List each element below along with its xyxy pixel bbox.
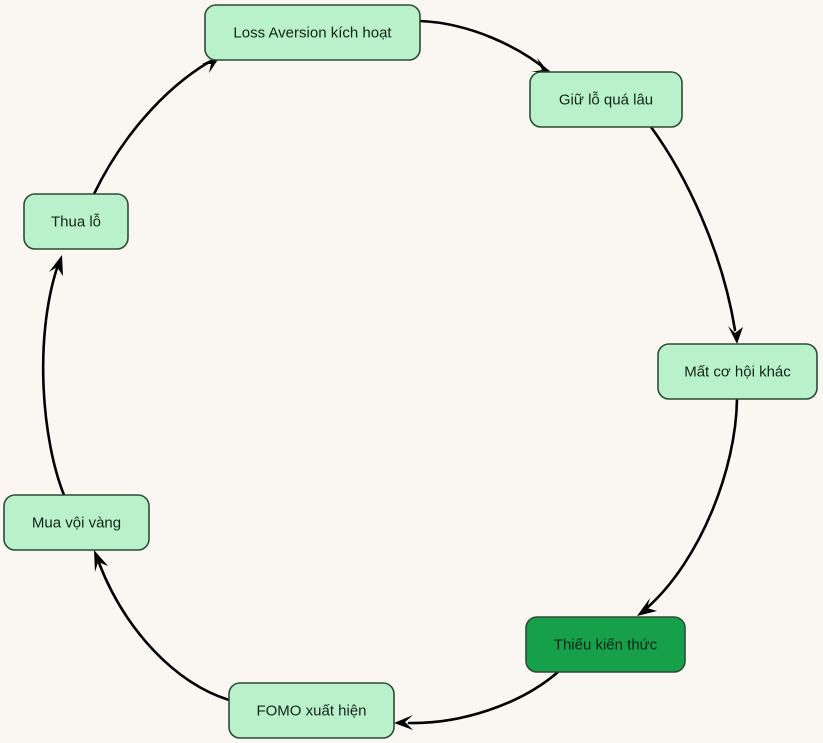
node-fomo-xuat-hien[interactable]: FOMO xuất hiện — [228, 682, 395, 739]
node-shape[interactable] — [23, 193, 129, 250]
arrowhead-icon — [94, 550, 108, 572]
arrowhead-icon — [394, 715, 413, 730]
edge-line — [646, 397, 739, 609]
node-shape[interactable] — [529, 71, 683, 128]
arrowhead-icon — [728, 326, 743, 344]
node-mua-voi-vang[interactable]: Mua vội vàng — [3, 494, 150, 551]
node-shape[interactable] — [3, 494, 150, 551]
node-thua-lo[interactable]: Thua lỗ — [23, 193, 129, 250]
node-shape[interactable] — [525, 616, 686, 673]
edge-line — [407, 670, 560, 725]
arrowhead-icon — [637, 598, 657, 616]
edge-fomo-to-mua-voi-vang — [94, 550, 231, 702]
node-shape[interactable] — [228, 682, 395, 739]
node-giu-lo-qua-lau[interactable]: Giữ lỗ quá lâu — [529, 71, 683, 128]
node-mat-co-hoi-khac[interactable]: Mất cơ hội khác — [657, 343, 818, 400]
edge-mua-voi-vang-to-thua-lo — [41, 255, 66, 497]
edge-line — [97, 561, 231, 702]
edge-line — [418, 19, 551, 74]
arrowhead-icon — [531, 58, 549, 72]
edge-thua-lo-to-loss-aversion — [92, 55, 221, 196]
edge-thieu-kien-thuc-to-fomo — [394, 670, 560, 730]
node-shape[interactable] — [657, 343, 818, 400]
edge-loss-aversion-to-giu-lo — [418, 19, 551, 74]
arrowhead-icon — [49, 255, 63, 276]
edge-line — [649, 125, 737, 332]
edge-mat-co-hoi-to-thieu-kien-thuc — [637, 397, 739, 616]
node-shape[interactable] — [204, 4, 421, 61]
node-loss-aversion[interactable]: Loss Aversion kích hoạt — [204, 4, 421, 61]
edge-giu-lo-to-mat-co-hoi — [649, 125, 743, 344]
node-thieu-kien-thuc[interactable]: Thiếu kiến thức — [525, 616, 686, 673]
edge-line — [92, 60, 211, 196]
edge-line — [41, 266, 66, 497]
